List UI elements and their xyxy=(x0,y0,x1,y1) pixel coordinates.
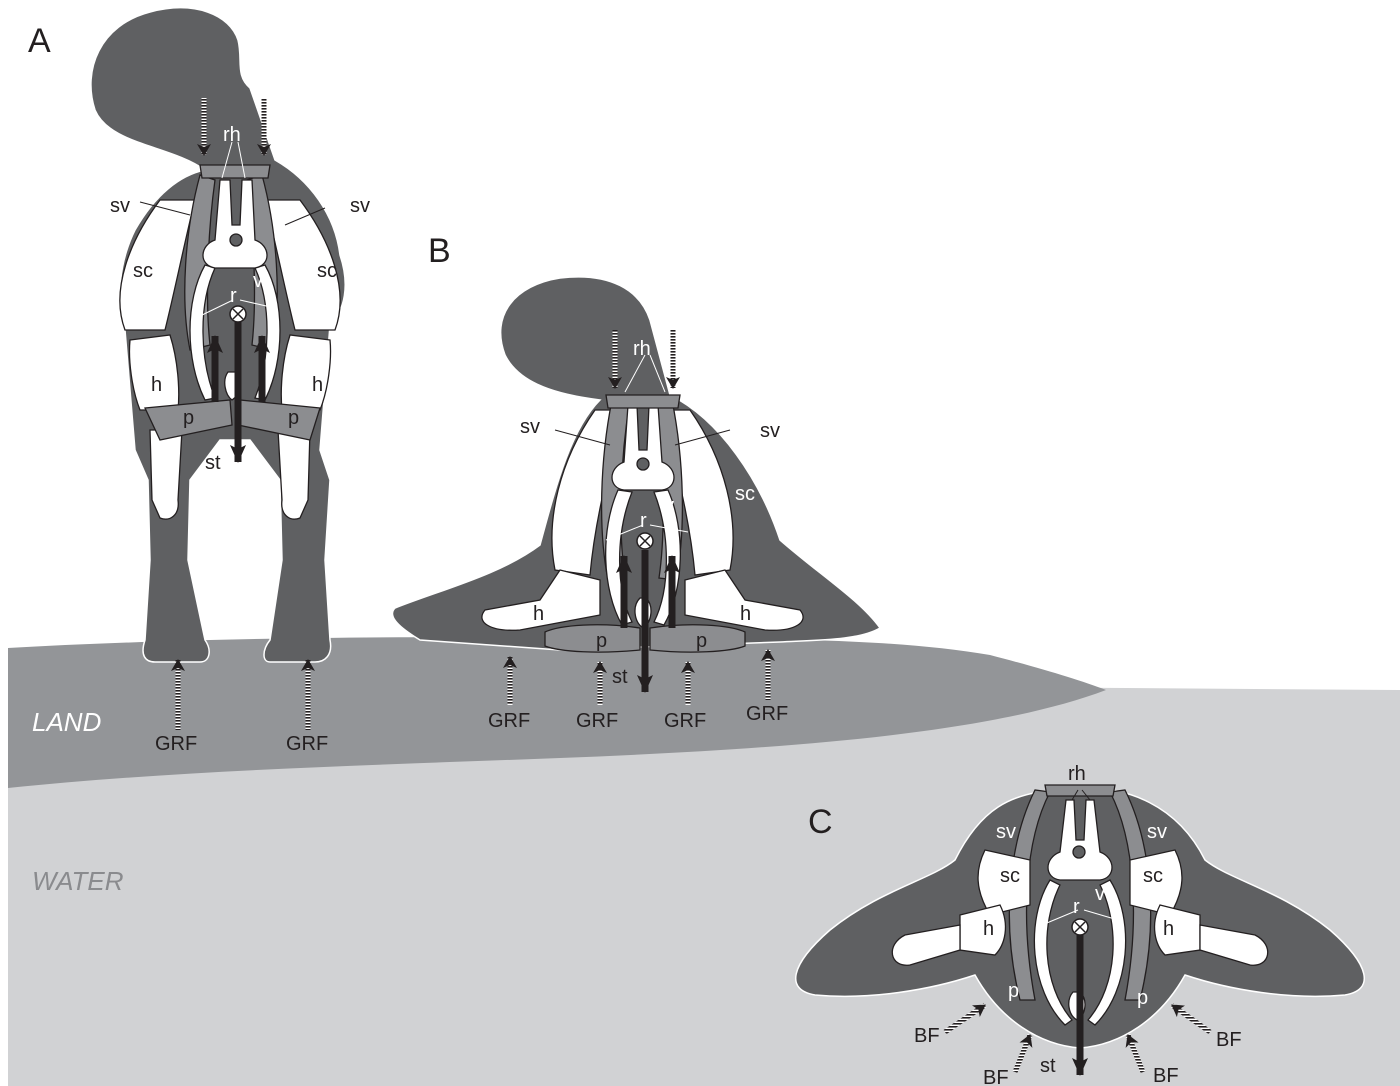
c-label-v: v xyxy=(1095,883,1105,905)
c-label-p-right: p xyxy=(1137,987,1148,1009)
b-label-v: v xyxy=(664,495,674,517)
b-label-grf-1: GRF xyxy=(488,710,530,732)
b-label-p-right: p xyxy=(696,630,707,652)
c-label-h-left: h xyxy=(983,918,994,940)
water-label: WATER xyxy=(32,866,123,896)
c-label-bf-left-lower: BF xyxy=(983,1067,1009,1086)
b-label-p-left: p xyxy=(596,630,607,652)
c-label-sv-right: sv xyxy=(1147,821,1167,843)
b-label-grf-3: GRF xyxy=(664,710,706,732)
a-label-v: v xyxy=(253,270,263,292)
c-label-st: st xyxy=(1040,1055,1056,1077)
c-label-sc-right: sc xyxy=(1143,865,1163,887)
b-label-sv-right: sv xyxy=(760,420,780,442)
c-label-rh: rh xyxy=(1068,763,1086,785)
c-label-bf-left-upper: BF xyxy=(914,1025,940,1047)
c-label-r: r xyxy=(1073,896,1080,918)
c-label-sv-left: sv xyxy=(996,821,1016,843)
b-label-sv-left: sv xyxy=(520,416,540,438)
a-label-sc-left: sc xyxy=(133,260,153,282)
a-label-rh: rh xyxy=(223,124,241,146)
c-label-p-left: p xyxy=(1008,980,1019,1002)
panel-label-c: C xyxy=(808,803,833,841)
a-label-sc-right: sc xyxy=(317,260,337,282)
b-label-h-right: h xyxy=(740,603,751,625)
a-label-p-left: p xyxy=(183,407,194,429)
a-label-sv-right: sv xyxy=(350,195,370,217)
panel-label-b: B xyxy=(428,232,451,270)
land-label: LAND xyxy=(32,707,101,737)
b-label-st: st xyxy=(612,666,628,688)
a-label-p-right: p xyxy=(288,407,299,429)
a-label-sv-left: sv xyxy=(110,195,130,217)
a-label-st: st xyxy=(205,452,221,474)
b-label-h-left: h xyxy=(533,603,544,625)
a-label-h-right: h xyxy=(312,374,323,396)
a-label-grf-left: GRF xyxy=(155,733,197,755)
b-label-grf-2: GRF xyxy=(576,710,618,732)
b-label-r: r xyxy=(640,510,647,532)
b-label-grf-4: GRF xyxy=(746,703,788,725)
c-label-bf-right-lower: BF xyxy=(1153,1065,1179,1086)
a-label-grf-right: GRF xyxy=(286,733,328,755)
c-label-sc-left: sc xyxy=(1000,865,1020,887)
panel-label-a: A xyxy=(28,22,51,60)
b-label-rh: rh xyxy=(633,338,651,360)
a-label-r: r xyxy=(230,285,237,307)
b-label-sc-left: sc xyxy=(530,483,550,505)
b-label-sc-right: sc xyxy=(735,483,755,505)
a-label-h-left: h xyxy=(151,374,162,396)
c-label-h-right: h xyxy=(1163,918,1174,940)
c-label-bf-right-upper: BF xyxy=(1216,1029,1242,1051)
